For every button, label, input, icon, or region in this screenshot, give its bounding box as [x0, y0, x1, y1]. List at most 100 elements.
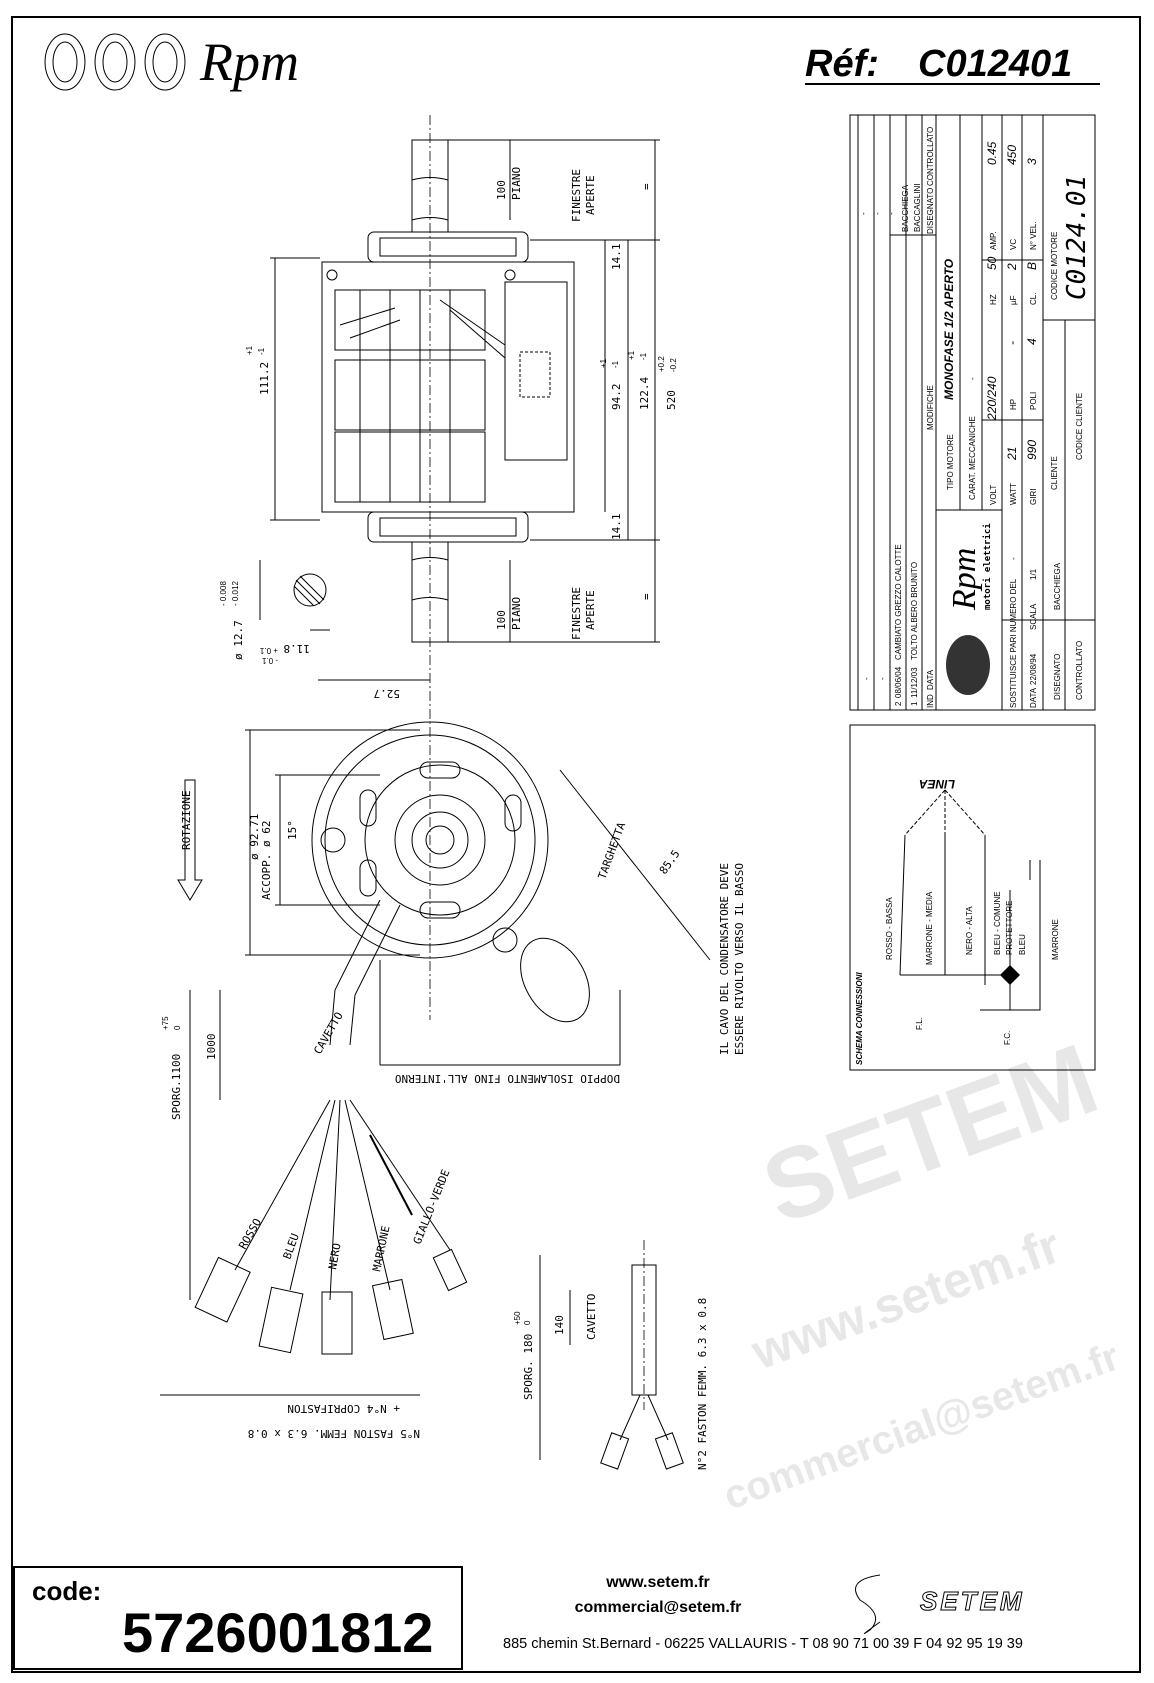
spec-nvel-label: N° VEL.	[1029, 221, 1038, 250]
rev-row-1-drawn: -	[859, 212, 868, 215]
spec-watt-value: 21	[1005, 447, 1019, 461]
client-code-label: CODICE CLIENTE	[1075, 393, 1084, 460]
drawn-label: DISEGNATO	[1053, 654, 1062, 700]
rev-row-4-change: TOLTO ALBERO BRUNITO	[910, 562, 919, 660]
spec-uf-label: µF	[1009, 295, 1018, 305]
rev-row-3-change: CAMBIATO GREZZO CALOTTE	[894, 544, 903, 660]
scale-label: SCALA	[1029, 603, 1038, 630]
tol-sporg2-plus: +50	[513, 1311, 522, 1325]
tol-122-minus: -1	[639, 352, 648, 360]
spec-hz-value: 50	[985, 256, 999, 270]
client-label: CLIENTE	[1050, 456, 1059, 490]
spec-amp-value: 0.45	[985, 141, 999, 165]
dim-94: 94.2	[610, 384, 623, 411]
schema-title: SCHEMA CONNESSIONI	[855, 972, 864, 1065]
dim-85: 85.5	[657, 848, 683, 877]
setem-logo: SETEM	[855, 1574, 1022, 1635]
spec-poli-value: 4	[1025, 338, 1039, 345]
schema-wire-bleu: BLEU	[1018, 934, 1027, 955]
dim-flat: 11.8	[284, 642, 311, 655]
side-view-dimensions: 100 PIANO FINESTRE APERTE = 14.1 111.2 +…	[219, 167, 678, 700]
ref-value: C012401	[918, 43, 1072, 85]
footer: code: 5726001812 www.setem.fr commercial…	[13, 1566, 1023, 1670]
schema-fc: F.C.	[1003, 1031, 1012, 1045]
footer-address: 885 chemin St.Bernard - 06225 VALLAURIS …	[503, 1636, 1023, 1652]
drawn-value: BACCHIEGA	[1053, 562, 1062, 610]
motor-code-label: CODICE MOTORE	[1050, 232, 1059, 300]
tol-111-plus: +1	[245, 345, 254, 355]
wire-label-nero: NERO	[326, 1242, 343, 1270]
spec-uf-value: 2	[1005, 263, 1019, 271]
dim-111: 111.2	[258, 362, 271, 395]
code-label: code:	[32, 1576, 101, 1606]
tol-111-minus: -1	[257, 347, 266, 355]
label-cavetto-2: CAVETTO	[585, 1294, 598, 1340]
spec-cl-value: B	[1025, 262, 1039, 270]
rev-drawn-bacchiega: BACCHIEGA	[901, 184, 910, 232]
footer-website[interactable]: www.setem.fr	[605, 1574, 709, 1591]
cable-detail: SPORG. 180 +50 0 140 CAVETTO N°2 FASTON …	[513, 1240, 709, 1470]
rev-row-3-date: 08/06/04	[894, 666, 903, 698]
wire-label-marrone: MARRONE	[370, 1225, 392, 1273]
spec-vc-label: VC	[1009, 239, 1018, 250]
rev-row-4-date: 11/12/03	[910, 667, 919, 698]
note-coprifaston: + N°4 COPRIFASTON	[287, 1402, 400, 1415]
rev-row-1-change: -	[862, 677, 871, 680]
page-frame	[11, 16, 1141, 1673]
spec-poli-label: POLI	[1029, 392, 1038, 410]
tol-94-minus: -1	[611, 360, 620, 368]
date-label: DATA	[1029, 687, 1038, 708]
rev-header-date: DATA	[926, 669, 935, 690]
rev-row-4-ind: 1	[910, 701, 919, 706]
motor-front-view	[177, 721, 711, 1300]
motor-side-view	[259, 115, 660, 1020]
footer-email[interactable]: commercial@setem.fr	[575, 1599, 742, 1616]
rev-header-checked: CONTROLLATO	[926, 127, 935, 186]
watermark-setem: SETEM	[749, 1023, 1111, 1246]
scale-value: 1/1	[1029, 568, 1038, 580]
schema-fl: F.L.	[915, 1017, 924, 1030]
mech-value: -	[968, 377, 977, 380]
tol-122-plus: +1	[627, 350, 636, 360]
dim-angle: 15°	[286, 820, 299, 840]
date-value: 22/08/94	[1029, 653, 1038, 685]
title-logo-sub: motori elettrici	[982, 523, 993, 610]
rev-header-change: MODIFICHE	[926, 385, 935, 430]
motor-type-label: TIPO MOTORE	[946, 434, 955, 490]
tol-shaft-plus: - 0.008	[219, 581, 228, 606]
dim-92: ø 92.71	[248, 814, 261, 860]
label-finestre-top: FINESTRE	[570, 169, 583, 222]
dim-accopp: ACCOPP. ø 62	[260, 821, 273, 900]
wire-label-rosso: ROSSO	[236, 1216, 264, 1251]
replaces-value: -	[1009, 557, 1018, 560]
spec-watt-label: WATT	[1009, 483, 1018, 505]
schema-line-label: LINEA	[919, 777, 955, 791]
connection-schema: SCHEMA CONNESSIONI LINEA ROSSO - BASSA M…	[849, 724, 1096, 1071]
title-logo-text: Rpm	[946, 548, 983, 611]
tol-520-minus: -0.2	[669, 358, 678, 372]
spec-hp-label: HP	[1009, 399, 1018, 410]
rev-header-drawn: DISEGNATO	[926, 188, 935, 234]
setem-watermark: SETEM www.setem.fr commercial@setem.fr	[718, 1023, 1125, 1519]
label-aperte-bottom: APERTE	[584, 590, 597, 630]
dim-520: 520	[665, 390, 678, 410]
schema-wire-marrone-2: MARRONE	[1051, 919, 1060, 960]
spec-volt-value: 220/240	[985, 376, 999, 421]
label-aperte-top: APERTE	[584, 175, 597, 215]
wire-harness: ROSSO BLEU NERO MARRONE GIALLO-VERDE + N…	[160, 1099, 468, 1440]
spec-giri-value: 990	[1025, 440, 1039, 460]
tol-sporg2-minus: 0	[523, 1320, 532, 1325]
spec-hz-label: HZ	[989, 294, 998, 305]
schema-wire-bleu-comune: BLEU - COMUNE	[993, 891, 1002, 955]
dim-piano-bottom: PIANO	[510, 597, 523, 630]
dim-sporg-1100: SPORG.1100	[170, 1054, 183, 1120]
rpm-small-logo: Rpm motori elettrici	[946, 523, 993, 695]
note-faston-5: N°5 FASTON FEMM. 6.3 x 0.8	[248, 1427, 420, 1440]
mech-label: CARAT. MECCANICHE	[968, 416, 977, 500]
spec-giri-label: GIRI	[1029, 489, 1038, 505]
ref-label: Réf:	[805, 43, 879, 85]
rev-header-ind: IND	[926, 694, 935, 708]
spec-volt-label: VOLT	[989, 485, 998, 505]
title-block: - - - BACCHIEGA BACCAGLINI - - 2 08/06/0…	[849, 114, 1096, 711]
spec-vc-value: 450	[1005, 145, 1019, 165]
